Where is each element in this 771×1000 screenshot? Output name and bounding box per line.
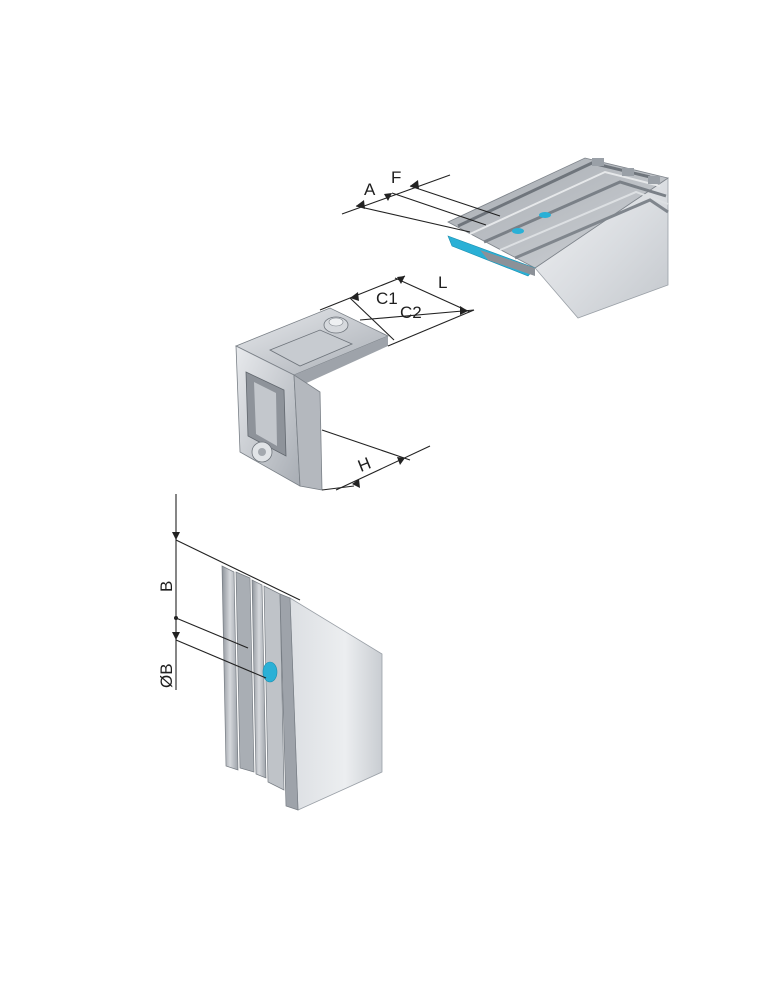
label-a: A [364, 180, 376, 199]
top-rail-notch [648, 176, 660, 184]
label-b: B [157, 581, 176, 592]
label-c1: C1 [376, 289, 398, 308]
top-rail-ridge [483, 180, 667, 244]
top-rail-notch [592, 158, 604, 166]
bracket-clip [269, 329, 354, 367]
label-h: H [355, 454, 374, 476]
label-ob: ØB [157, 663, 176, 688]
bracket-knob-center [258, 448, 266, 456]
bottom-profile-blue-hole [262, 661, 278, 683]
label-c2: C2 [400, 303, 422, 322]
bracket-top-plate-edge [294, 336, 388, 386]
bottom-profile-rail [279, 593, 299, 811]
top-rail-hole [512, 228, 524, 234]
bottom-vertical-profile [221, 565, 383, 811]
top-rail-notch [622, 168, 634, 176]
top-rail-ridge [469, 170, 661, 235]
top-rail-ridge [499, 190, 669, 251]
bottom-profile-rail [263, 585, 285, 791]
top-rail-profile [447, 157, 669, 319]
bottom-profile-panel [289, 597, 383, 811]
dimension-h: H [321, 429, 431, 491]
bottom-profile-rail [221, 565, 239, 771]
top-rail-hole [539, 212, 551, 218]
label-l: L [438, 273, 447, 292]
dimension-l-c1-c2: L C1 C2 [319, 273, 475, 347]
top-rail-lower-step [480, 250, 535, 276]
bracket-screw-head [328, 317, 344, 327]
bottom-profile-rail [235, 571, 255, 773]
dimension-a-f: A F [341, 168, 501, 233]
dimension-b-ob: B ØB [157, 494, 301, 690]
label-f: F [391, 168, 401, 187]
bottom-profile-rail [251, 579, 267, 779]
top-rail-ridge [514, 198, 669, 260]
bracket-window-inner [254, 382, 277, 446]
